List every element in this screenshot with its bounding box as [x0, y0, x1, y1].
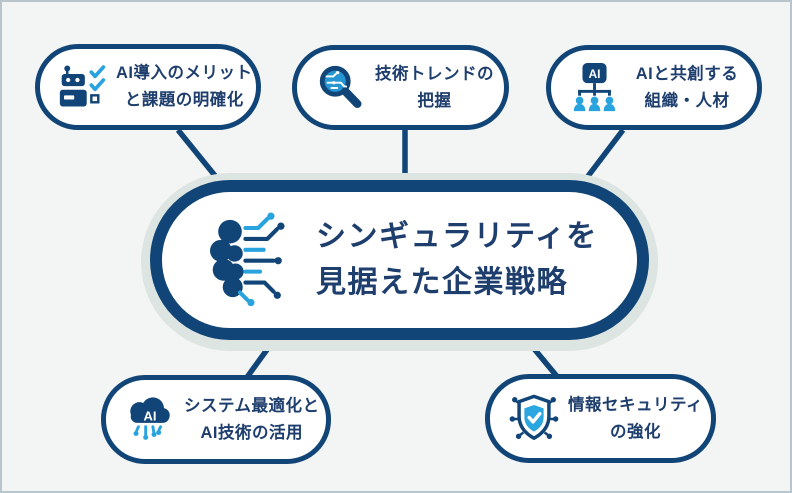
node-label-line1: システム最適化と	[184, 396, 320, 415]
svg-text:AI: AI	[589, 66, 601, 80]
node-tech-trends: 技術トレンドの 把握	[292, 45, 509, 130]
node-ai-organization: AI AIと共創する 組織・	[546, 45, 762, 130]
robot-checklist-icon	[58, 62, 108, 112]
center-title-line1: シンギュラリティを	[316, 219, 598, 253]
connector-line	[175, 128, 228, 190]
node-label: 技術トレンドの 把握	[375, 61, 494, 114]
node-label-line2: と課題の明確化	[124, 91, 244, 109]
node-label: AIと共創する 組織・人材	[629, 61, 745, 114]
node-ai-adoption: AI導入のメリット と課題の明確化	[35, 44, 261, 130]
node-label-line2: 組織・人材	[644, 91, 730, 110]
connector-line	[242, 331, 282, 382]
node-label: システム最適化と AI技術の活用	[184, 393, 320, 446]
node-label-line2: 把握	[417, 91, 452, 110]
node-label-line2: の強化	[610, 422, 661, 441]
center-node: シンギュラリティを 見据えた企業戦略	[150, 180, 649, 340]
node-system-optimization: AI システム最適化と AI技術の活用	[101, 375, 331, 464]
ai-organization-icon: AI	[569, 62, 621, 114]
shield-check-icon	[508, 393, 560, 445]
magnifier-circuit-icon	[315, 62, 367, 114]
node-security: 情報セキュリティ の強化	[485, 374, 716, 463]
connector-line	[518, 331, 563, 382]
svg-text:AI: AI	[144, 408, 157, 423]
center-title-line2: 見据えた企業戦略	[316, 266, 568, 299]
node-label-line1: AIと共創する	[635, 64, 739, 83]
node-label: AI導入のメリット と課題の明確化	[116, 60, 253, 113]
brain-circuit-icon	[200, 208, 300, 313]
node-label-line2: AI技術の活用	[200, 423, 303, 442]
node-label-line1: AI導入のメリット	[116, 64, 253, 83]
ai-cloud-icon: AI	[124, 394, 176, 446]
node-label-line1: 技術トレンドの	[375, 64, 494, 83]
node-label-line1: 情報セキュリティ	[568, 395, 704, 414]
node-label: 情報セキュリティ の強化	[568, 392, 703, 445]
center-title: シンギュラリティを 見据えた企業戦略	[316, 214, 598, 307]
connector-line	[576, 128, 626, 190]
